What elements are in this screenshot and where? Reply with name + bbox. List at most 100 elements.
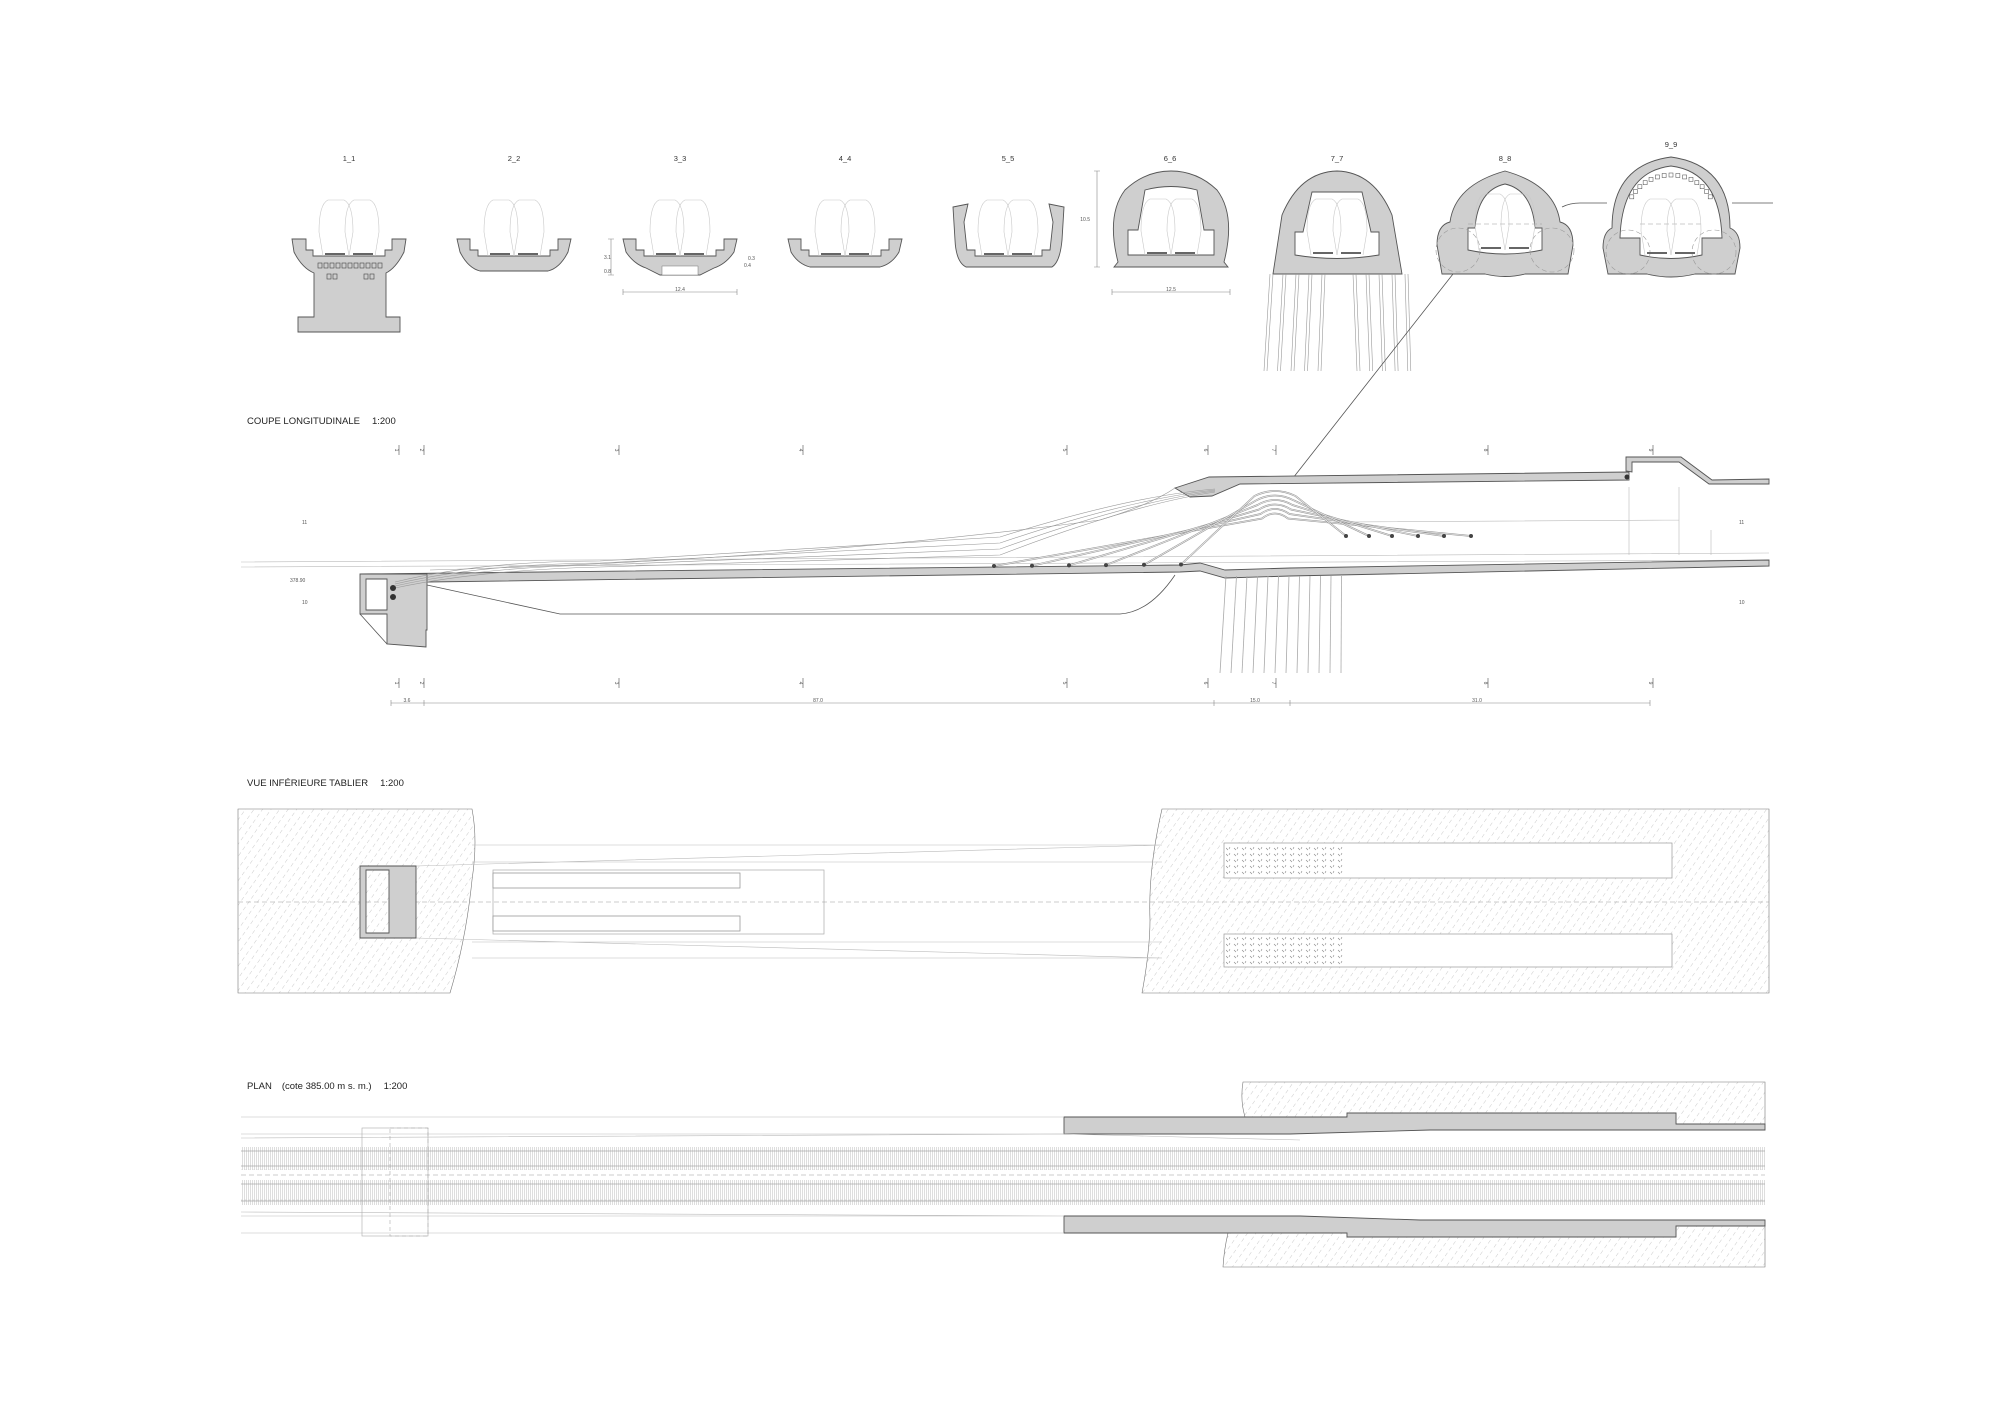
pile (1219, 575, 1227, 674)
cable-anchor (992, 564, 996, 568)
rail-slab (518, 253, 538, 255)
level-label-lower-left: 10 (302, 600, 308, 606)
section-marker: 5 (1061, 449, 1067, 452)
train-gauge-outline (509, 199, 545, 257)
section-label-4: 4_4 (839, 154, 852, 163)
tendon-duct (1629, 194, 1635, 200)
plan-scale: 1:200 (384, 1081, 408, 1092)
section-4-deck (787, 238, 903, 268)
pile (1318, 575, 1321, 674)
cable-anchor (1030, 563, 1034, 568)
pile (1304, 273, 1313, 372)
train-gauge-outline (675, 199, 711, 257)
dim-span-2: 87.0 (813, 698, 823, 704)
rail-slab (1509, 247, 1529, 249)
section-label-2: 2_2 (508, 154, 521, 163)
pile (1252, 575, 1258, 674)
tendon-duct (1648, 177, 1654, 182)
train-gauge-outline (840, 199, 876, 257)
tendon-duct (1637, 184, 1643, 189)
section-label-3: 3_3 (674, 154, 687, 163)
cable-anchor (1344, 534, 1348, 538)
tendon-duct (353, 262, 359, 269)
abutment-plan (359, 865, 417, 939)
rail-slab (490, 253, 510, 255)
level-label-upper-left: 11 (302, 520, 307, 526)
train-gauge-outline (1003, 199, 1039, 257)
section-marker: 8 (1482, 449, 1488, 452)
section-marker: 6 (1202, 682, 1208, 685)
section-marker: 9 (1647, 449, 1653, 452)
longitudinal-title-text: COUPE LONGITUDINALE (247, 416, 360, 427)
pile (1365, 273, 1373, 372)
rail-slab (1313, 252, 1333, 254)
section-marker: 3 (613, 682, 619, 685)
tendon-duct (1704, 189, 1709, 194)
pile (1290, 273, 1300, 372)
train-gauge-outline (1332, 198, 1368, 256)
section-label-6: 6_6 (1164, 154, 1177, 163)
cable-anchor (1104, 563, 1108, 568)
plan-view: PLAN(cote 385.00 m s. m.)1:200 (240, 1081, 1766, 1268)
train-gauge-outline (814, 199, 850, 257)
tendon-duct (326, 273, 332, 280)
deck-profile (359, 559, 1770, 583)
level-label-lower-right: 10 (1739, 600, 1745, 606)
rail-slab (353, 253, 373, 255)
rail-slab (1675, 252, 1695, 254)
stay-cable-core (1068, 504, 1419, 566)
tendon-duct (1682, 174, 1687, 180)
pile (1307, 575, 1311, 674)
section-2-deck (456, 238, 572, 272)
rail-slab (821, 253, 841, 255)
train-gauge-outline (1640, 198, 1676, 256)
section-label-5: 5_5 (1002, 154, 1015, 163)
plan-title: PLAN(cote 385.00 m s. m.)1:200 (247, 1081, 407, 1092)
tendon-profile (394, 488, 1216, 583)
section-marker: 3 (613, 449, 619, 452)
section-marker: 7 (1270, 449, 1276, 452)
tendon-profile (394, 490, 1216, 587)
tendon-profile (429, 487, 1176, 571)
cable-anchor (1179, 562, 1183, 567)
section-marker: 8 (1482, 682, 1488, 685)
rail-slab (1647, 252, 1667, 254)
tendon-duct (1655, 174, 1660, 180)
stay-cable-core (1180, 490, 1347, 565)
pile (1391, 273, 1399, 372)
dim-span-4: 31.0 (1472, 698, 1482, 704)
ground-profile-line (1292, 202, 1773, 479)
pile (1329, 575, 1332, 674)
piles (1263, 273, 1412, 372)
pile (1285, 575, 1290, 674)
rail-slab (325, 253, 345, 255)
cable-anchor (1067, 563, 1071, 568)
tendon-duct (377, 262, 383, 269)
cable-anchor (1469, 534, 1473, 538)
section-label-9: 9_9 (1665, 140, 1678, 149)
dim-3-height-top: 3.1 (604, 255, 611, 261)
section-marker: 1 (393, 449, 399, 452)
longitudinal-scale: 1:200 (372, 416, 396, 427)
section-marker: 4 (797, 682, 803, 685)
section-label-7: 7_7 (1331, 154, 1344, 163)
tendon-duct (1707, 194, 1713, 200)
pile (1241, 575, 1248, 674)
tendon-duct (359, 262, 365, 269)
rail-slab (849, 253, 869, 255)
train-gauge-outline (977, 199, 1013, 257)
cable-anchor (390, 594, 396, 600)
longitudinal-title: COUPE LONGITUDINALE 1:200 (247, 416, 396, 427)
train-gauge-outline (1666, 198, 1702, 256)
section-7-portal (1263, 170, 1412, 372)
section-marker: 9 (1647, 682, 1653, 685)
section-label-8: 8_8 (1499, 154, 1512, 163)
tendon-duct (323, 262, 329, 269)
section-8-tunnel (1435, 170, 1575, 277)
tendon-duct (1675, 173, 1681, 178)
